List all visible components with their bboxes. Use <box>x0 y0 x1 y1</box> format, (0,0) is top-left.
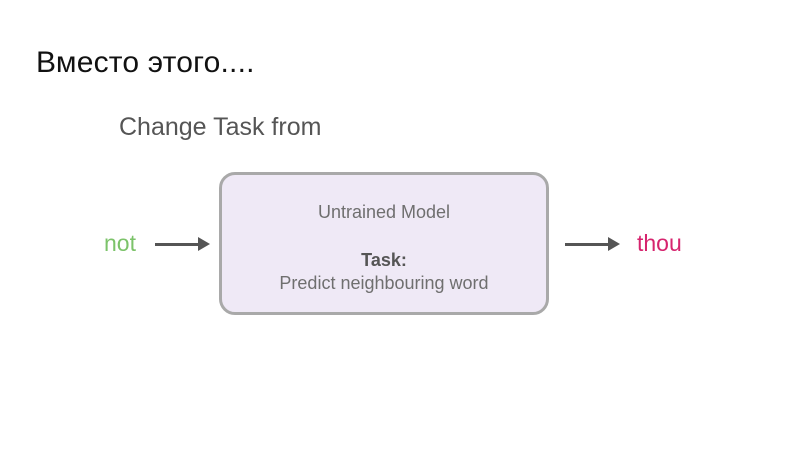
input-arrow-shaft <box>155 243 199 246</box>
input-word: not <box>104 230 136 256</box>
output-arrow <box>565 237 620 251</box>
slide-subtitle: Change Task from <box>119 113 322 141</box>
input-arrow-head <box>198 237 210 251</box>
slide-title: Вместо этого.... <box>36 46 255 79</box>
output-arrow-head <box>608 237 620 251</box>
input-arrow <box>155 237 210 251</box>
task-description: Predict neighbouring word <box>279 273 489 293</box>
model-box: Untrained Model Task: Predict neighbouri… <box>219 172 549 315</box>
task-label: Task: <box>361 250 407 270</box>
output-arrow-shaft <box>565 243 609 246</box>
output-word: thou <box>637 230 682 256</box>
model-name: Untrained Model <box>317 202 451 222</box>
